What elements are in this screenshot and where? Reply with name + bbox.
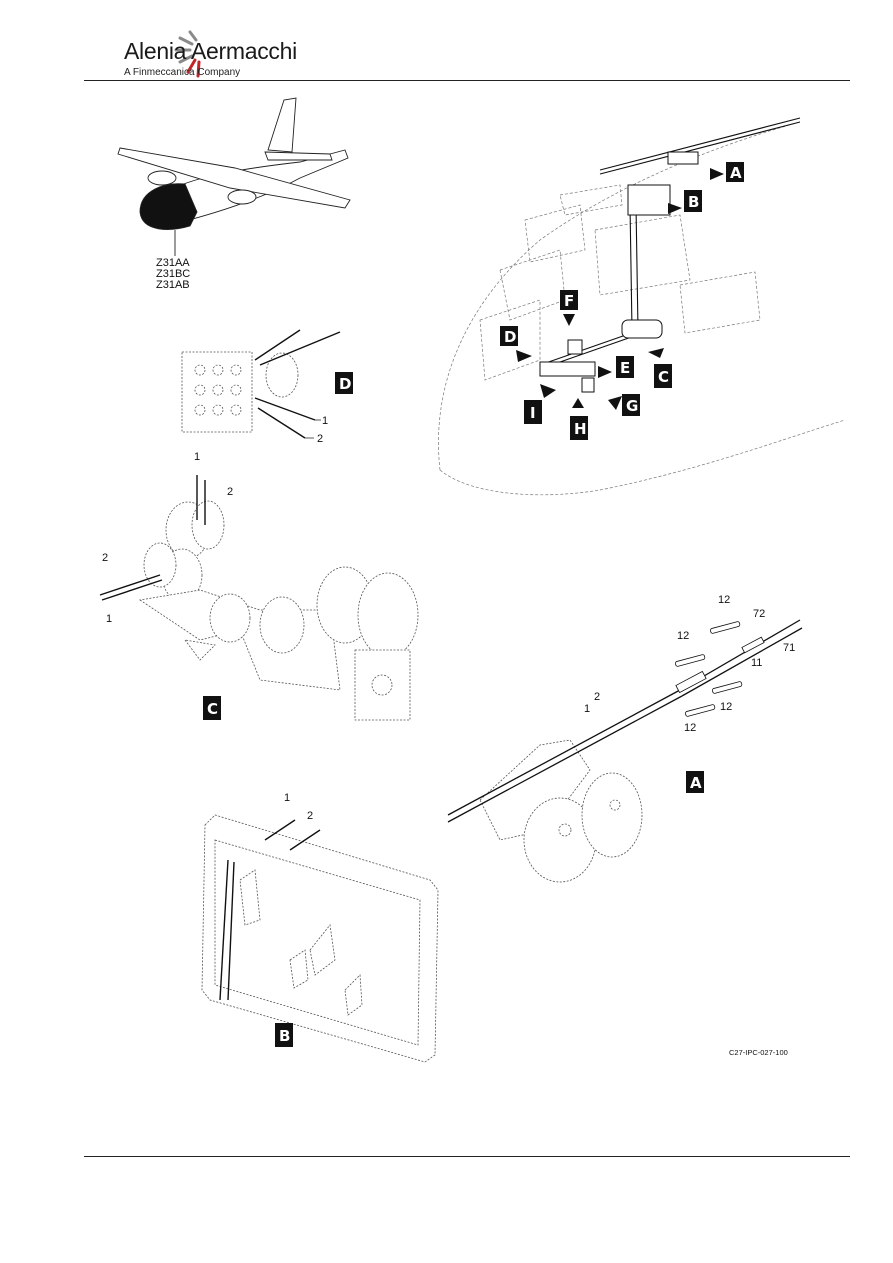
svg-text:G: G <box>626 397 638 415</box>
view-tag-b: B <box>668 190 702 214</box>
item-number: 12 <box>718 594 730 606</box>
item-number: 2 <box>227 486 233 498</box>
svg-text:B: B <box>279 1027 290 1045</box>
item-number: 1 <box>584 703 590 715</box>
detail-d-bracket-icon <box>181 351 299 433</box>
view-tag-g: G <box>608 394 640 416</box>
turnbuckle-icon <box>675 636 765 694</box>
detail-b-panel-icon <box>201 814 439 1063</box>
item-number: 71 <box>783 642 795 654</box>
view-tag-d: D <box>500 326 532 362</box>
view-tag-c: C <box>648 348 672 388</box>
header-rule <box>84 80 850 81</box>
cockpit-cutaway-icon <box>438 121 846 496</box>
detail-b-cables-icon <box>219 819 321 1001</box>
detail-d-cables-icon <box>254 329 341 439</box>
svg-text:A: A <box>730 164 742 182</box>
svg-text:D: D <box>339 375 351 393</box>
footer-rule <box>84 1156 850 1157</box>
item-number: 12 <box>684 722 696 734</box>
nose-zone-highlight <box>139 183 198 230</box>
svg-text:F: F <box>564 292 574 310</box>
svg-text:C: C <box>658 368 669 386</box>
item-number: 2 <box>317 433 323 445</box>
pulley-bracket-icon <box>539 151 699 393</box>
item-number: 72 <box>753 608 765 620</box>
svg-text:E: E <box>620 359 630 377</box>
cotter-pin-icon <box>675 621 743 717</box>
svg-text:A: A <box>690 774 702 792</box>
detail-tag-b: B <box>275 1023 293 1047</box>
brand-name: Alenia Aermacchi <box>124 38 297 64</box>
view-tag-f: F <box>560 290 578 326</box>
figure-reference: C27-IPC-027-100 <box>729 1048 788 1057</box>
item-number: 1 <box>106 613 112 625</box>
aircraft-locator-icon <box>117 97 351 256</box>
view-tag-e: E <box>598 356 634 378</box>
svg-text:I: I <box>530 404 536 422</box>
detail-c-pulley-assembly-icon <box>138 500 419 721</box>
svg-text:C: C <box>207 700 218 718</box>
brand-subtitle: A Finmeccanica Company <box>124 67 241 78</box>
detail-a-pulley-bracket-icon <box>479 739 643 883</box>
svg-text:B: B <box>688 193 699 211</box>
svg-text:D: D <box>504 328 516 346</box>
zone-label: Z31BC <box>156 268 190 280</box>
item-number: 1 <box>194 451 200 463</box>
view-tag-a: A <box>710 162 744 182</box>
item-number: 12 <box>677 630 689 642</box>
company-logo-icon <box>174 30 201 78</box>
detail-tag-c: C <box>203 696 221 720</box>
detail-tag-d: D <box>335 372 353 394</box>
view-tag-h: H <box>570 398 588 440</box>
svg-text:H: H <box>574 420 587 438</box>
item-number: 2 <box>102 552 108 564</box>
detail-a-cables-icon <box>447 619 803 823</box>
zone-label: Z31AA <box>156 257 190 269</box>
view-tag-i: I <box>524 384 556 424</box>
item-number: 12 <box>720 701 732 713</box>
item-number: 2 <box>594 691 600 703</box>
item-number: 1 <box>322 415 328 427</box>
detail-tag-a: A <box>686 771 704 793</box>
item-number: 1 <box>284 792 290 804</box>
item-number: 2 <box>307 810 313 822</box>
detail-c-cables-icon <box>99 475 206 601</box>
zone-label: Z31AB <box>156 279 190 291</box>
item-number: 11 <box>751 657 762 669</box>
